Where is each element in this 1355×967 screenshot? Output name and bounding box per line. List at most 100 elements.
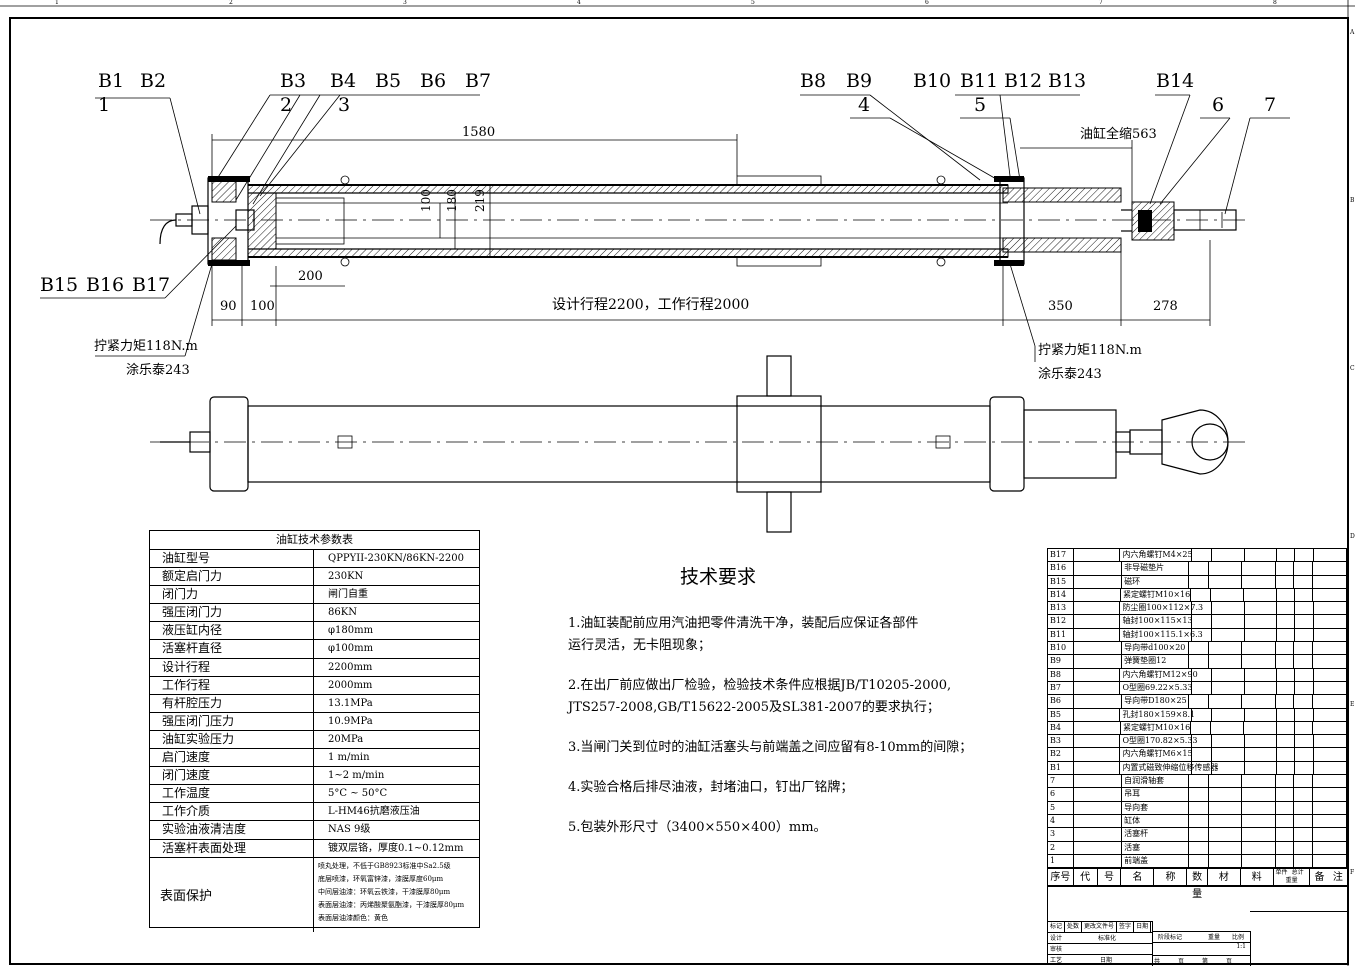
- zone-letter-B: B: [1350, 197, 1355, 204]
- bom-code-cell: [1074, 562, 1123, 575]
- parameter-name: 实验油液清洁度: [150, 821, 314, 839]
- tech-requirement-line: 运行灵活，无卡阻现象；: [568, 638, 712, 653]
- bom-header-cell: 代: [1074, 869, 1098, 888]
- zone-number-5: 5: [751, 0, 755, 6]
- bom-empty-cell: [1189, 814, 1210, 828]
- tech-requirement-line: 2.在出厂前应做出厂检验，检验技术条件应根据JB/T10205-2000,: [568, 678, 952, 693]
- bom-item-name: O型圈170.82×5.33: [1120, 735, 1198, 748]
- bom-empty-cell: [1189, 841, 1210, 854]
- bom-item-number: B14: [1048, 588, 1074, 602]
- bom-empty-cell: [1209, 814, 1243, 828]
- parameter-name: 有杆腔压力: [150, 694, 314, 712]
- bom-empty-cell: [1189, 775, 1210, 788]
- bom-empty-cell: [1295, 668, 1314, 681]
- bom-empty-cell: [1211, 588, 1245, 602]
- parameter-row: 活塞杆表面处理镀双层铬，厚度0.1~0.12mm: [150, 839, 479, 858]
- surface-protection-row: 表面保护 喷丸处理，不低于GB8923标准中Sa2.5级底层喷漆，环氧富锌漆，漆…: [150, 857, 479, 932]
- bom-empty-cell: [1277, 761, 1296, 775]
- zone-number-7: 7: [1099, 0, 1103, 6]
- bom-code-cell: [1074, 788, 1123, 801]
- bom-empty-cell: [1209, 801, 1243, 814]
- balloon-B15: B15: [40, 274, 79, 296]
- zone-number-1: 1: [55, 0, 59, 6]
- bom-empty-cell: [1313, 775, 1348, 788]
- bom-item-number: B4: [1048, 721, 1074, 735]
- stage-label: 阶段标记: [1158, 934, 1183, 941]
- bom-code-cell: [1074, 801, 1123, 814]
- parameter-name: 额定启门力: [150, 568, 314, 586]
- bom-empty-cell: [1294, 854, 1313, 868]
- bom-item-number: B3: [1048, 735, 1074, 748]
- tech-requirement-line: 3.当闸门关到位时的油缸活塞头与前端盖之间应留有8-10mm的间隙；: [568, 740, 973, 755]
- bom-empty-cell: [1294, 562, 1313, 575]
- bom-code-cell: [1074, 588, 1121, 602]
- bom-empty-cell: [1276, 655, 1295, 668]
- leader-lines: [40, 94, 1290, 362]
- parameter-value: 2000mm: [328, 679, 373, 691]
- surface-protection-lines: 喷丸处理，不低于GB8923标准中Sa2.5级底层喷漆，环氧富锌漆，漆膜厚度60…: [314, 858, 479, 932]
- dim-1580: 1580: [462, 125, 496, 140]
- title-block-right: [1250, 911, 1349, 966]
- bom-code-cell: [1074, 549, 1121, 562]
- bom-empty-cell: [1313, 828, 1348, 841]
- bom-item-name: 前端盖: [1122, 854, 1189, 868]
- bom-empty-cell: [1209, 854, 1243, 868]
- bom-empty-cell: [1209, 788, 1243, 801]
- bom-weight-label: 重量: [1285, 877, 1298, 885]
- bom-item-name: 内六角螺钉M6×15: [1120, 748, 1193, 761]
- bom-empty-cell: [1189, 642, 1210, 655]
- bom-item-name: O型圈69.22×5.33: [1120, 681, 1193, 695]
- bom-empty-cell: [1212, 602, 1245, 615]
- dim-100: 100: [250, 299, 275, 314]
- bom-code-cell: [1074, 681, 1121, 695]
- bom-empty-cell: [1242, 828, 1276, 841]
- balloon-B2: B2: [140, 70, 167, 92]
- bom-empty-cell: [1192, 708, 1213, 721]
- bom-code-cell: [1074, 575, 1123, 588]
- bom-empty-cell: [1189, 801, 1210, 814]
- bom-empty-cell: [1209, 695, 1243, 708]
- reviewer-label: 审核: [1050, 946, 1063, 953]
- parameter-value: 13.1MPa: [328, 697, 373, 709]
- scale-label: 比例: [1232, 934, 1245, 941]
- bom-item-name: 孔封180×159×8.1: [1120, 708, 1195, 721]
- zone-letter-C: C: [1350, 365, 1355, 372]
- change-record-header: 更改文件号: [1082, 922, 1118, 932]
- sheet-unit-label: 页: [1226, 958, 1233, 965]
- bom-empty-cell: [1189, 695, 1210, 708]
- bom-empty-cell: [1277, 549, 1296, 562]
- bom-empty-cell: [1277, 735, 1296, 748]
- tech-requirement-line: 4.实验合格后排尽油液，封堵油口，钉出厂铭牌；: [568, 780, 854, 795]
- total-label: 共: [1154, 958, 1161, 965]
- bom-empty-cell: [1189, 575, 1210, 588]
- bom-empty-cell: [1192, 549, 1213, 562]
- bom-code-cell: [1074, 642, 1123, 655]
- loctite-note-left: 涂乐泰243: [126, 363, 190, 378]
- bom-empty-cell: [1313, 841, 1348, 854]
- bom-empty-cell: [1242, 814, 1276, 828]
- parameter-value: φ100mm: [328, 643, 374, 655]
- bom-empty-cell: [1245, 735, 1278, 748]
- balloon-B13: B13: [1048, 70, 1087, 92]
- parameter-value: 20MPa: [328, 733, 364, 745]
- bom-code-cell: [1074, 628, 1121, 642]
- parameter-name: 工作介质: [150, 803, 314, 821]
- bom-empty-cell: [1313, 801, 1348, 814]
- bom-item-number: B1: [1048, 761, 1074, 775]
- bom-empty-cell: [1212, 615, 1245, 628]
- bom-empty-cell: [1277, 748, 1296, 761]
- bom-empty-cell: [1209, 828, 1243, 841]
- bom-empty-cell: [1295, 588, 1314, 602]
